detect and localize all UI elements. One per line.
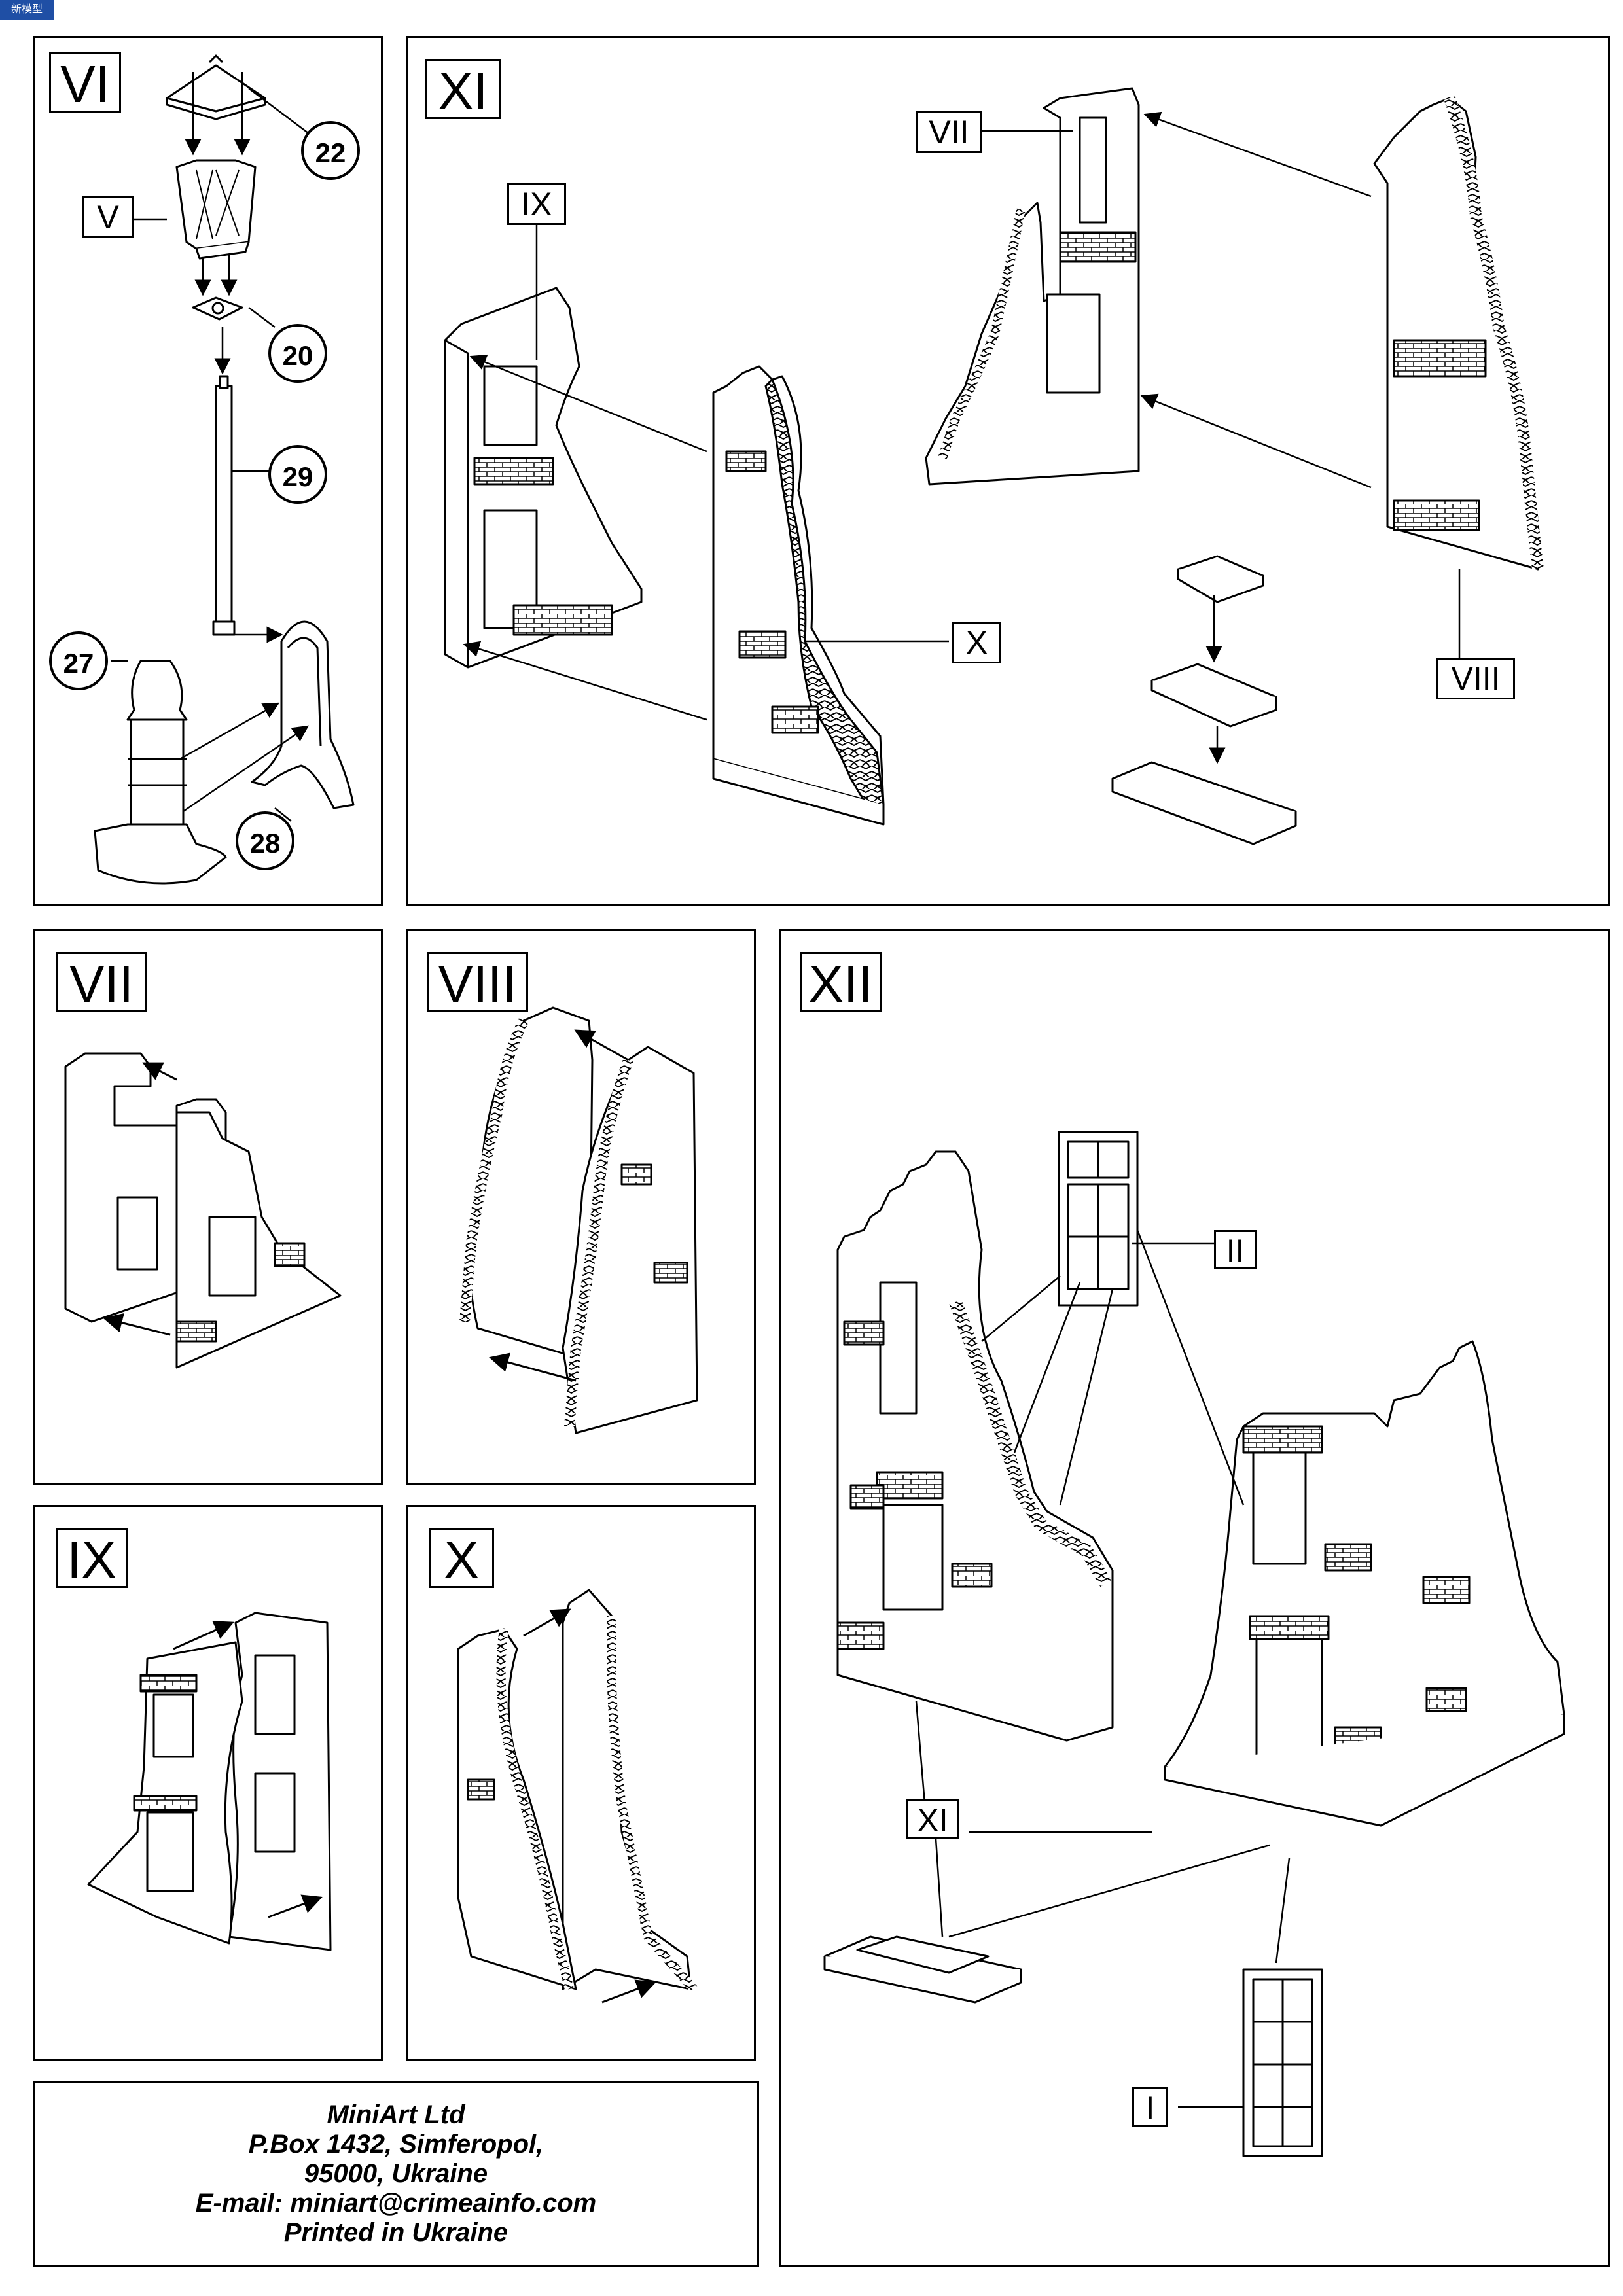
label-x: X: [952, 622, 1001, 663]
step-label-ix: IX: [56, 1528, 128, 1589]
xii-door-frame: [1242, 1968, 1323, 2157]
lamp-stand: [251, 620, 355, 809]
step-label-vii: VII: [56, 952, 147, 1013]
wall-vii-ruin: [925, 87, 1140, 486]
x-assembly: [457, 1589, 698, 2004]
xii-left-wall: [836, 1150, 1114, 1742]
step-label-xii: XII: [800, 952, 882, 1013]
wall-ix-front: [444, 287, 643, 669]
label-xi: XI: [906, 1799, 959, 1839]
part-number-28: 28: [236, 811, 294, 870]
step-label-x: X: [429, 1528, 494, 1589]
label-v: V: [82, 196, 134, 238]
vii-assembly: [64, 1052, 342, 1369]
lamp-lantern: [175, 159, 257, 260]
email-line: E-mail: miniart@crimeainfo.com: [195, 2189, 597, 2217]
part-number-27: 27: [49, 631, 108, 690]
step-label-xi: XI: [425, 59, 501, 120]
address-line-1: P.Box 1432, Simferopol,: [248, 2130, 544, 2159]
wall-viii-side: [1373, 96, 1544, 571]
label-viii: VIII: [1436, 658, 1515, 699]
ix-assembly: [87, 1612, 332, 1951]
address-line-2: 95000, Ukraine: [304, 2159, 488, 2188]
wall-steps-stack: [1111, 555, 1297, 845]
lamp-base: [94, 660, 227, 885]
label-ix: IX: [507, 183, 566, 225]
label-vii: VII: [916, 111, 982, 153]
publisher-logo: 新模型: [0, 0, 54, 20]
label-i: I: [1132, 2087, 1168, 2127]
lamp-plate: [192, 296, 243, 321]
part-number-29: 29: [268, 445, 327, 504]
step-label-vi: VI: [49, 52, 121, 113]
lamp-pole: [212, 375, 236, 636]
wall-x-side: [712, 365, 885, 826]
xii-steps: [823, 1935, 1022, 2004]
panel-address: [33, 2081, 759, 2267]
lamp-roof: [166, 54, 266, 120]
part-number-22: 22: [301, 121, 360, 180]
company-name: MiniArt Ltd: [327, 2100, 465, 2129]
xii-right-wall: [1164, 1340, 1565, 1827]
part-number-20: 20: [268, 324, 327, 383]
viii-assembly: [459, 1006, 698, 1434]
xii-window-top: [1058, 1131, 1139, 1307]
label-ii: II: [1214, 1230, 1257, 1269]
step-label-viii: VIII: [427, 952, 528, 1013]
printed-in-line: Printed in Ukraine: [283, 2218, 508, 2247]
